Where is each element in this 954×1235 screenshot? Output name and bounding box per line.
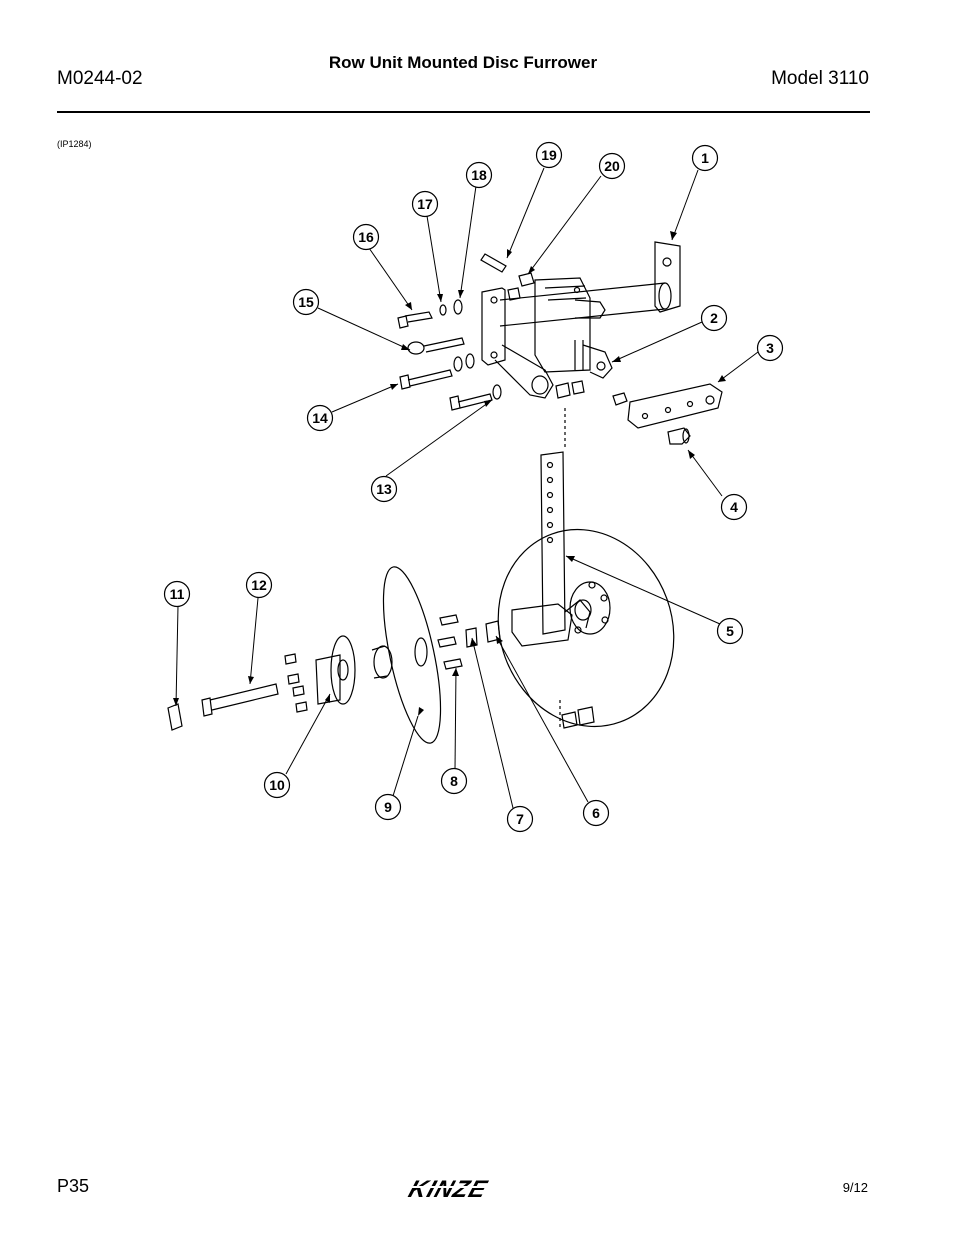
- callout-11-circle: [163, 580, 191, 608]
- logo-text: KINZE: [405, 1177, 491, 1202]
- callout-19: 19: [541, 147, 557, 163]
- callout-14-circle: [306, 404, 334, 432]
- callout-6-circle: [582, 799, 610, 827]
- callout-18-circle: [465, 161, 493, 189]
- callout-15-circle: [292, 288, 320, 316]
- callout-5-circle: [716, 617, 744, 645]
- callout-1: 1: [701, 150, 709, 166]
- callout-16: 16: [358, 229, 374, 245]
- callout-17: 17: [417, 196, 433, 212]
- callout-11: 11: [170, 586, 185, 602]
- callout-2-circle: [700, 304, 728, 332]
- callout-4-circle: [720, 493, 748, 521]
- callout-13-circle: [370, 475, 398, 503]
- callout-7-circle: [506, 805, 534, 833]
- callout-17-circle: [411, 190, 439, 218]
- upper-hardware: [397, 253, 585, 411]
- callout-7: 7: [516, 811, 524, 827]
- callout-5: 5: [726, 623, 734, 639]
- callout-20-circle: [598, 152, 626, 180]
- callout-16-circle: [352, 223, 380, 251]
- callout-8-circle: [440, 767, 468, 795]
- page-number: P35: [57, 1176, 90, 1196]
- model-label: Model 3110: [771, 68, 869, 89]
- callout-9-circle: [374, 793, 402, 821]
- callout-15: 15: [298, 294, 314, 310]
- callout-19-circle: [535, 141, 563, 169]
- strap-plate: [612, 383, 723, 445]
- callout-12: 12: [251, 577, 267, 593]
- callout-10-circle: [263, 771, 291, 799]
- callout-13: 13: [376, 481, 392, 497]
- callout-1-circle: [691, 144, 719, 172]
- callout-18: 18: [471, 167, 487, 183]
- callout-9: 9: [384, 799, 392, 815]
- callout-4: 4: [730, 499, 738, 515]
- callout-3: 3: [766, 340, 774, 356]
- figure-id: (IP1284): [57, 139, 92, 149]
- callout-6: 6: [592, 805, 600, 821]
- page-title: Row Unit Mounted Disc Furrower: [328, 53, 598, 72]
- revision-date: 9/12: [842, 1180, 868, 1195]
- callout-2: 2: [710, 310, 718, 326]
- mount-bracket-assembly: [481, 241, 681, 399]
- callout-balloons: [163, 141, 784, 833]
- leader-arrowheads: [173, 231, 726, 716]
- shank: [511, 408, 595, 729]
- leader-lines: [175, 167, 759, 809]
- callout-20: 20: [604, 158, 620, 174]
- callout-10: 10: [269, 777, 285, 793]
- kinze-logo: KINZE: [405, 1177, 512, 1202]
- callout-8: 8: [450, 773, 458, 789]
- document-number: M0244-02: [57, 68, 143, 89]
- callout-3-circle: [756, 334, 784, 362]
- callout-14: 14: [312, 410, 328, 426]
- hub-parts: [167, 566, 501, 744]
- callout-labels: 1 2 3 4 5 6 7 8 9 10 11 12 13 14 15 16 1…: [170, 147, 775, 827]
- callout-12-circle: [245, 571, 273, 599]
- header-divider: [57, 111, 870, 113]
- rear-disc: [497, 528, 675, 728]
